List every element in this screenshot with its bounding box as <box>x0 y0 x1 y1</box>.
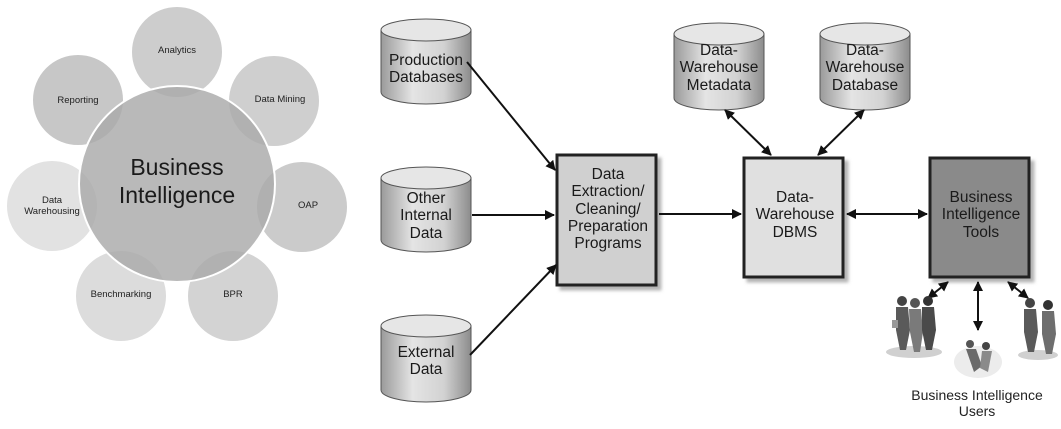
petal-label-analytics: Analytics <box>157 45 196 56</box>
petal-label-data-warehousing: Data Warehousing <box>24 195 80 217</box>
users-label: Business Intelligence Users <box>911 387 1043 419</box>
center-circle <box>78 85 276 283</box>
source-label-production: Production Databases <box>388 52 464 87</box>
cylinder-database <box>819 22 911 111</box>
arrow-bitools-user-right <box>1007 281 1029 299</box>
box-label-bi-tools: Business Intelligence Tools <box>941 189 1021 241</box>
petal-label-benchmarking: Benchmarking <box>90 289 152 300</box>
source-label-external: External Data <box>397 344 455 379</box>
box-label-dbms: Data- Warehouse DBMS <box>755 189 835 241</box>
petal-label-bpr: BPR <box>223 289 243 300</box>
store-label-database: Data- Warehouse Database <box>825 42 905 94</box>
users-group-right <box>1018 298 1058 360</box>
bi-circle-diagram <box>5 5 349 343</box>
petal-label-oap: OAP <box>297 200 319 211</box>
arrow-dbms-database <box>817 109 865 156</box>
cylinder-metadata <box>673 22 765 111</box>
arrow-dbms-metadata <box>724 109 772 156</box>
arrow-production-etl <box>466 61 556 171</box>
arrow-external-etl <box>469 264 557 356</box>
cylinder-production <box>380 18 472 105</box>
box-dbms <box>742 156 845 279</box>
center-label: Business Intelligence <box>118 154 236 208</box>
cylinder-internal <box>380 166 472 253</box>
petal-label-data-mining: Data Mining <box>254 94 306 105</box>
source-label-internal: Other Internal Data <box>400 190 452 242</box>
box-label-etl: Data Extraction/ Cleaning/ Preparation P… <box>567 166 649 253</box>
box-bi-tools <box>928 156 1031 279</box>
petal-label-reporting: Reporting <box>57 95 99 106</box>
cylinder-external <box>380 314 472 403</box>
box-etl <box>555 153 658 287</box>
arrow-bitools-user-left <box>927 281 949 299</box>
users-group-center <box>954 340 1002 378</box>
store-label-metadata: Data- Warehouse Metadata <box>679 42 759 94</box>
users-group-left <box>886 296 942 358</box>
